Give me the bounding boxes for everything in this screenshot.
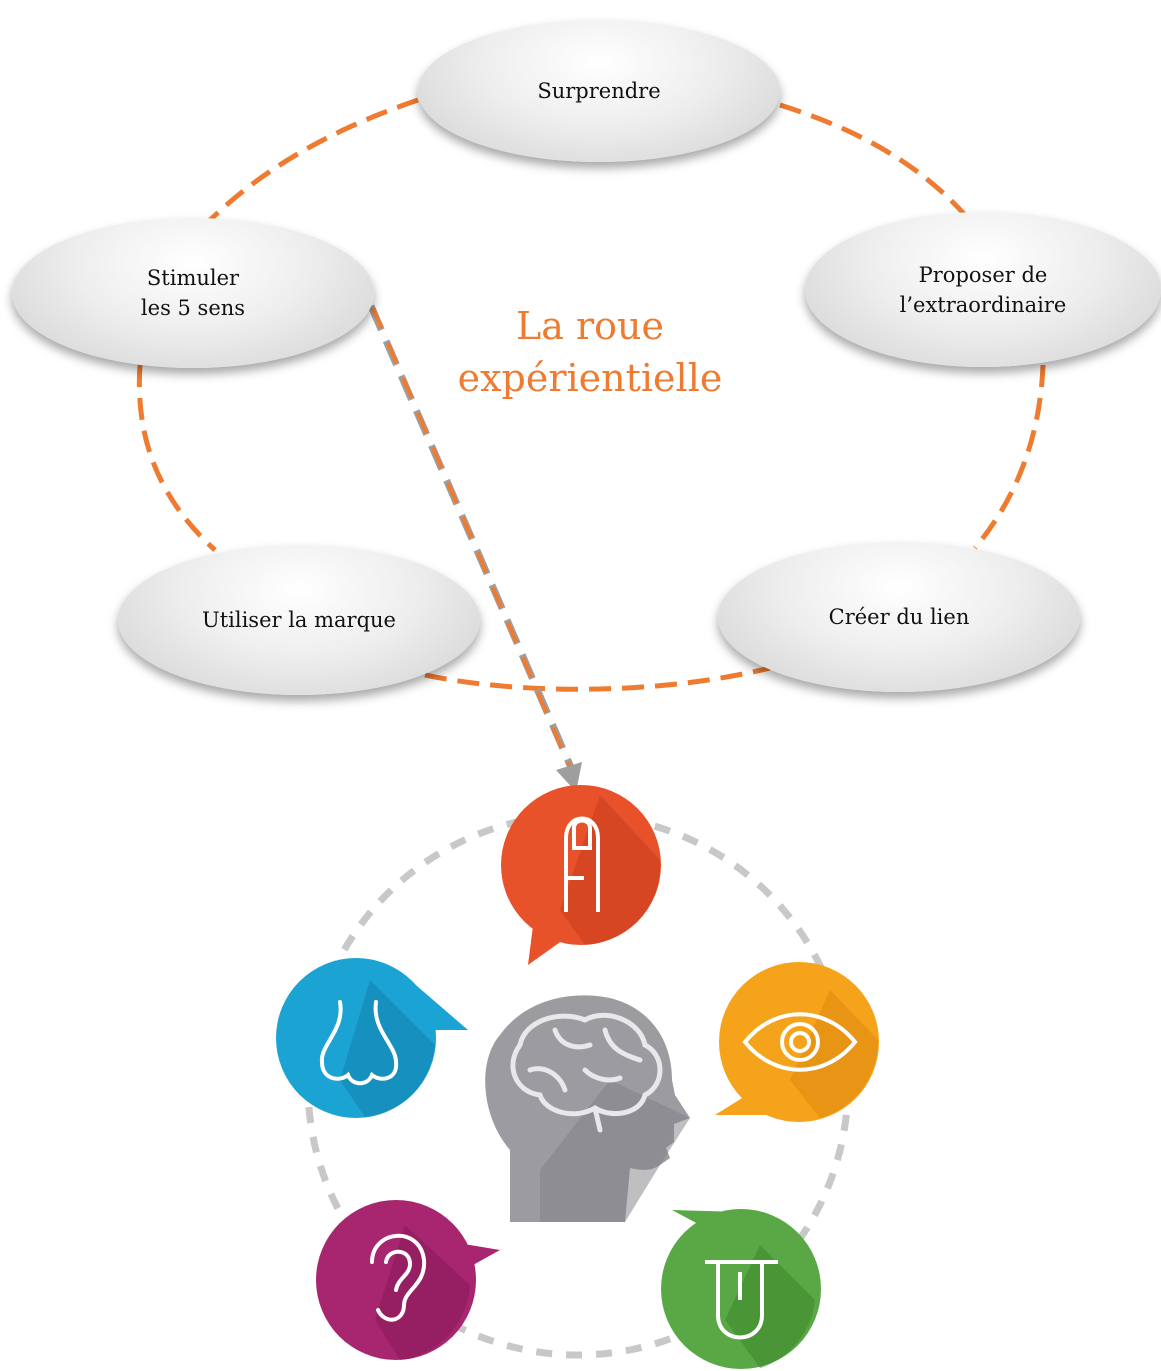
node-marque-label: Utiliser la marque bbox=[202, 608, 396, 632]
ear-icon bbox=[370, 1233, 427, 1322]
node-stimuler-label: Stimuler les 5 sens bbox=[140, 266, 246, 320]
taste-bubble bbox=[661, 1209, 821, 1369]
node-marque: Utiliser la marque bbox=[118, 545, 480, 695]
node-stimuler: Stimuler les 5 sens bbox=[12, 218, 374, 368]
wheel-segment-right bbox=[973, 364, 1046, 550]
arrow-head bbox=[556, 762, 582, 792]
node-surprendre: Surprendre bbox=[418, 20, 780, 162]
stimulate-arrow bbox=[367, 304, 582, 792]
tongue-icon bbox=[705, 1260, 778, 1340]
node-surprendre-label: Surprendre bbox=[537, 79, 661, 103]
wheel-segment-bottom bbox=[424, 665, 771, 692]
wheel-title: La roue expérientielle bbox=[457, 304, 723, 400]
wheel-segment-top-right bbox=[779, 102, 967, 217]
wheel-ring bbox=[136, 97, 1046, 692]
nose-icon bbox=[319, 1000, 399, 1086]
node-lien-label: Créer du lien bbox=[828, 605, 970, 629]
node-lien: Créer du lien bbox=[718, 542, 1080, 692]
finger-icon bbox=[564, 816, 600, 912]
node-proposer-label: Proposer de l’extraordinaire bbox=[899, 262, 1067, 317]
wheel-segment-left bbox=[136, 364, 217, 552]
eye-icon bbox=[742, 1012, 858, 1072]
touch-bubble bbox=[501, 785, 661, 965]
wheel-segment-top-left bbox=[203, 97, 419, 227]
node-proposer: Proposer de l’extraordinaire bbox=[805, 212, 1161, 367]
sight-bubble bbox=[715, 962, 879, 1122]
smell-bubble bbox=[276, 958, 468, 1118]
head-brain-icon bbox=[485, 995, 690, 1222]
hearing-bubble bbox=[316, 1200, 500, 1360]
